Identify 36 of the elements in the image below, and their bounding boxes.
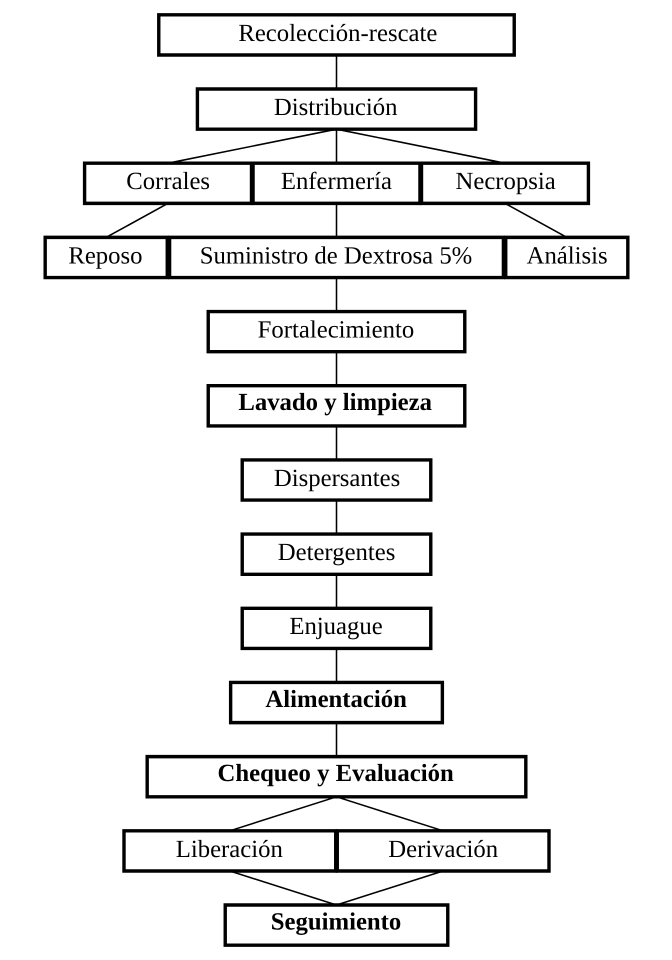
connector (167, 128, 336, 164)
node-box: Análisis (504, 236, 630, 280)
node-box: Enjuague (240, 606, 432, 650)
node-box: Seguimiento (223, 903, 449, 947)
connector (335, 55, 337, 89)
connector (335, 278, 337, 312)
node-box: Detergentes (240, 532, 432, 576)
connector (504, 202, 567, 238)
connector (229, 870, 336, 906)
connector (335, 352, 337, 386)
node-box: Recolección-rescate (156, 13, 516, 57)
connector (229, 796, 336, 832)
node-box: Corrales (82, 161, 253, 206)
node-box: Reposo (42, 236, 168, 280)
node-box: Alimentación (228, 680, 444, 724)
connector (335, 722, 337, 757)
node-box: Suministro de Dextrosa 5% (167, 236, 505, 280)
node-box: Liberación (122, 829, 337, 873)
connector (336, 870, 443, 906)
connector (336, 128, 505, 164)
node-box: Derivación (335, 829, 550, 873)
node-box: Distribución (195, 87, 477, 131)
node-box: Enfermería (250, 161, 422, 206)
connector (335, 500, 337, 534)
connector (335, 129, 337, 164)
node-box: Chequeo y Evaluación (144, 754, 528, 799)
connector (335, 648, 337, 682)
node-box: Lavado y limpieza (206, 384, 466, 428)
connector (336, 796, 443, 832)
node-box: Fortalecimiento (206, 310, 466, 354)
connector (335, 426, 337, 460)
node-box: Dispersantes (240, 458, 432, 502)
connector (335, 574, 337, 608)
node-box: Necropsia (419, 161, 590, 206)
connector (105, 202, 168, 238)
connector (335, 203, 337, 238)
